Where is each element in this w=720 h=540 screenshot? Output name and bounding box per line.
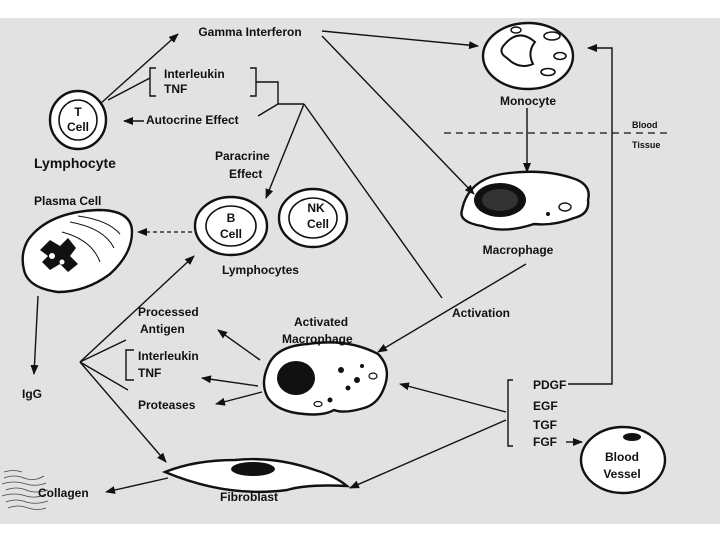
label-activated: Activated xyxy=(294,315,348,329)
label-processed: Processed xyxy=(138,305,199,319)
label-lymphocytes: Lymphocytes xyxy=(222,263,299,277)
b-cell-word: Cell xyxy=(220,227,242,241)
label-tgf: TGF xyxy=(533,418,557,432)
collagen-fibers xyxy=(1,470,49,510)
label-activated-macrophage: Macrophage xyxy=(282,332,353,346)
connector-arrows xyxy=(30,30,670,494)
nk-cell-word: Cell xyxy=(307,217,329,231)
label-antigen: Antigen xyxy=(140,322,185,336)
label-gamma-interferon: Gamma Interferon xyxy=(198,25,301,39)
t-cell-letter: T xyxy=(74,105,82,119)
label-igg: IgG xyxy=(22,387,42,401)
b-cell: B Cell xyxy=(193,195,269,257)
label-autocrine-effect: Autocrine Effect xyxy=(146,113,239,127)
label-proteases: Proteases xyxy=(138,398,196,412)
label-effect: Effect xyxy=(229,167,262,181)
nk-cell-letters: NK xyxy=(307,201,325,215)
macrophage-cell xyxy=(460,170,590,231)
blood-vessel xyxy=(579,425,667,495)
label-paracrine: Paracrine xyxy=(215,149,270,163)
label-interleukin-top: Interleukin xyxy=(164,67,225,81)
nk-cell: NK Cell xyxy=(277,187,349,249)
label-fibroblast: Fibroblast xyxy=(220,490,278,504)
label-macrophage: Macrophage xyxy=(483,243,554,257)
monocyte-cell xyxy=(481,21,575,91)
t-cell: T Cell xyxy=(48,89,108,151)
bracket-top-left xyxy=(149,67,156,97)
plasma-cell xyxy=(21,208,134,294)
label-activation: Activation xyxy=(452,306,510,320)
label-blood: Blood xyxy=(632,120,658,130)
fibroblast-cell xyxy=(161,457,351,494)
label-plasma-cell: Plasma Cell xyxy=(34,194,101,208)
label-blood-vessel-2: Vessel xyxy=(603,467,640,481)
label-lymphocyte: Lymphocyte xyxy=(34,155,116,171)
label-monocyte: Monocyte xyxy=(500,94,556,108)
label-egf: EGF xyxy=(533,399,558,413)
label-tnf-top: TNF xyxy=(164,82,187,96)
b-cell-letter: B xyxy=(227,211,236,225)
t-cell-word: Cell xyxy=(67,120,89,134)
label-interleukin-bottom: Interleukin xyxy=(138,349,199,363)
label-blood-vessel-1: Blood xyxy=(605,450,639,464)
label-collagen: Collagen xyxy=(38,486,89,500)
bracket-growth-factors xyxy=(507,379,513,447)
label-pdgf: PDGF xyxy=(533,378,566,392)
bracket-bottom-left xyxy=(125,349,134,381)
label-fgf: FGF xyxy=(533,435,557,449)
label-tissue: Tissue xyxy=(632,140,660,150)
activated-macrophage-cell xyxy=(262,341,389,416)
label-tnf-bottom: TNF xyxy=(138,366,161,380)
